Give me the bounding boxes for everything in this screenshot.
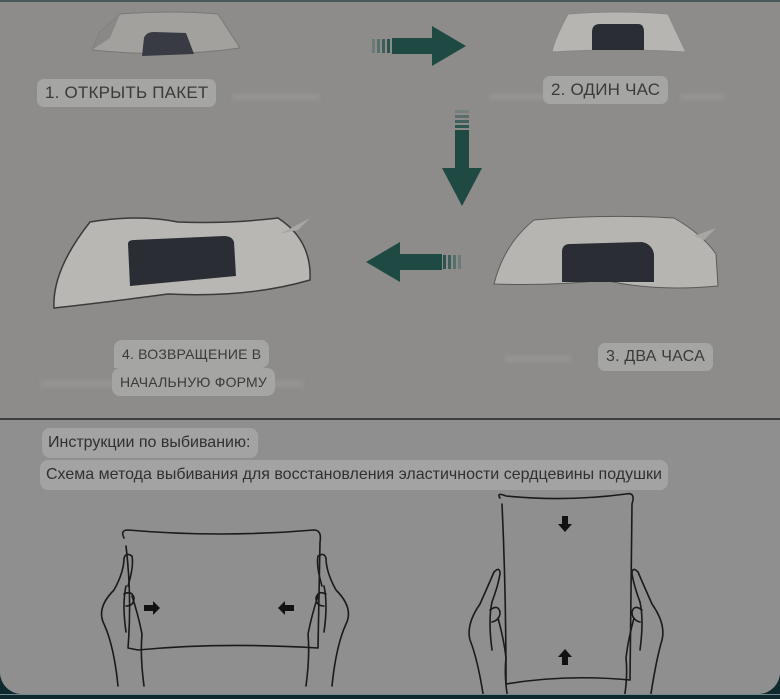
pillow-one-hour-icon [551, 11, 687, 53]
arrow-right-small-icon [144, 601, 160, 615]
arrow-right-icon [372, 26, 466, 66]
arrow-down-small-icon [558, 516, 572, 532]
ghost-text: ▬▬ [680, 80, 724, 105]
step-4-label-line2: НАЧАЛЬНУЮ ФОРМУ [112, 368, 276, 396]
ghost-text: ▬▬▬▬ [232, 80, 320, 105]
horizontal-squeeze-diagram [100, 529, 350, 687]
instructions-section: Инструкции по выбиванию: Схема метода вы… [0, 420, 780, 694]
step-1-label: 1. ОТКРЫТЬ ПАКЕТ [37, 79, 217, 107]
pillow-restored-icon [53, 217, 311, 309]
arrow-up-small-icon [558, 649, 572, 665]
step-3-label: 3. ДВА ЧАСА [598, 343, 713, 371]
pillow-packed-icon [91, 11, 241, 56]
ghost-text: ▬▬▬ [505, 342, 571, 367]
arrow-down-icon [442, 110, 482, 206]
instructions-title: Инструкции по выбиванию: [42, 428, 259, 458]
section-divider [0, 418, 780, 420]
bottom-border [0, 694, 780, 695]
step-4-label-line1: 4. ВОЗВРАЩЕНИЕ В [114, 340, 270, 368]
instructions-subtitle: Схема метода выбивания для восстановлени… [40, 460, 668, 490]
arrow-left-icon [366, 242, 461, 282]
top-border [0, 0, 780, 2]
pillow-two-hours-icon [493, 215, 719, 289]
vertical-squeeze-diagram [468, 492, 664, 694]
step-2-label: 2. ОДИН ЧАС [543, 76, 669, 104]
steps-section: ▬▬▬▬ ▬▬▬ ▬▬ ▬▬▬▬▬▬▬▬▬▬▬▬ ▬▬▬ [0, 2, 780, 416]
arrow-left-small-icon [278, 601, 294, 615]
